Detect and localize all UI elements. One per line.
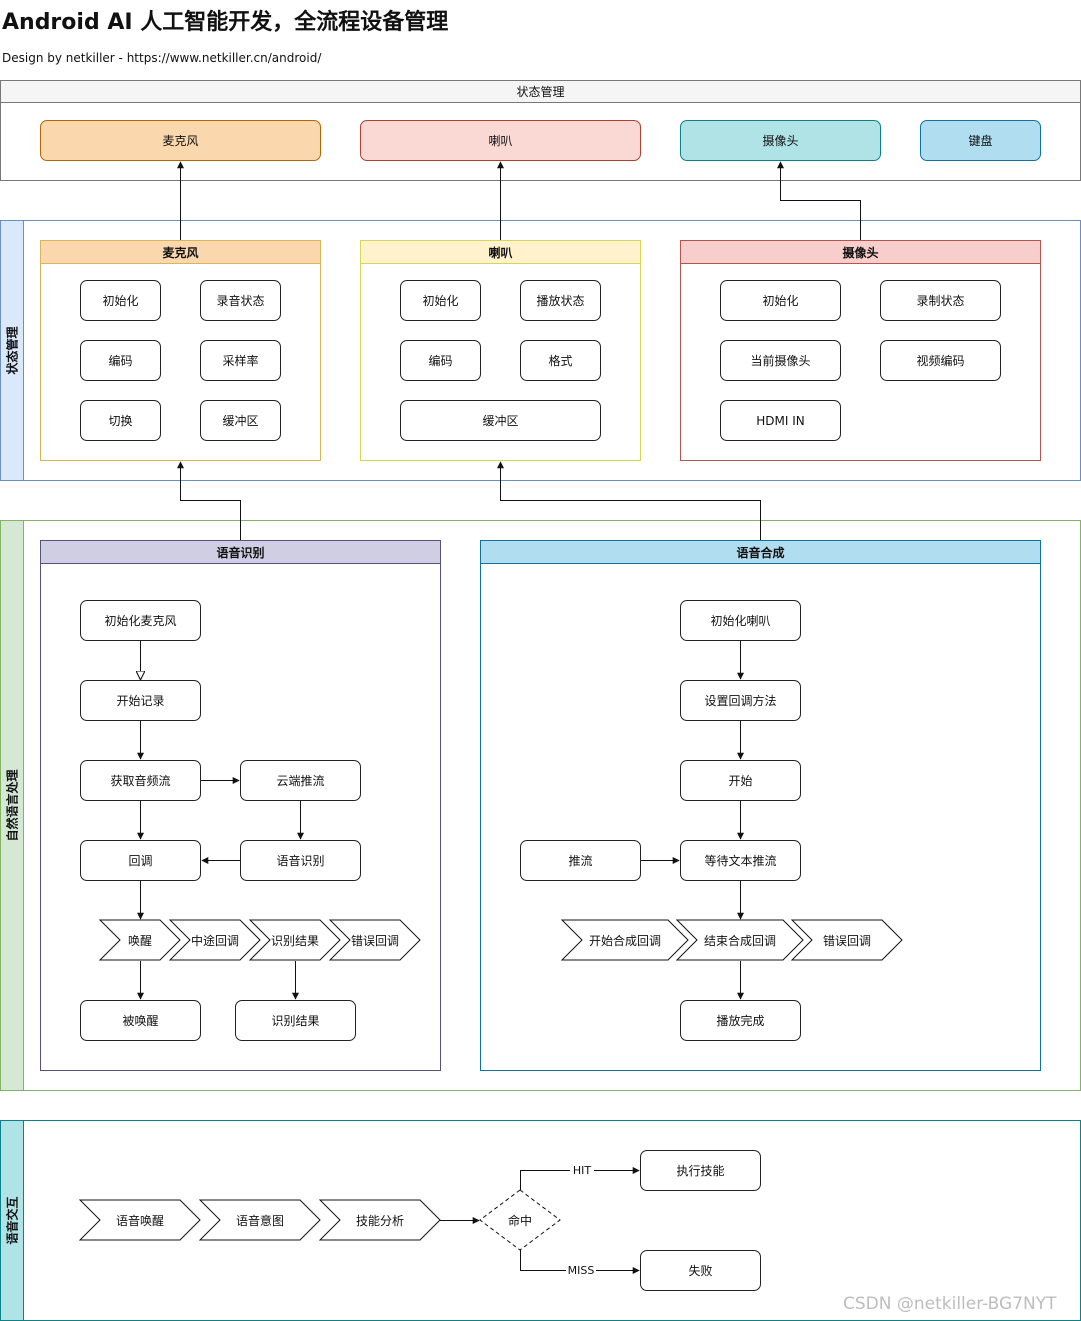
speaker-play-state[interactable]: 播放状态 <box>520 280 601 321</box>
chevron-voice-intent <box>198 1199 321 1241</box>
chevron-asr-midway-label[interactable]: 中途回调 <box>190 933 239 948</box>
camera-init[interactable]: 初始化 <box>720 280 841 321</box>
chevron-voice-skill-label[interactable]: 技能分析 <box>355 1213 404 1228</box>
speaker-encoding[interactable]: 编码 <box>400 340 481 381</box>
chevron-asr-wake <box>98 919 181 961</box>
tts-start[interactable]: 开始 <box>680 760 801 801</box>
camera-hdmi-in[interactable]: HDMI IN <box>720 400 841 441</box>
chevron-asr-error <box>328 919 421 961</box>
state-device-microphone[interactable]: 麦克风 <box>40 120 321 161</box>
speaker-format[interactable]: 格式 <box>520 340 601 381</box>
asr-init-mic[interactable]: 初始化麦克风 <box>80 600 201 641</box>
mic-buffer[interactable]: 缓冲区 <box>200 400 281 441</box>
tts-init-speaker[interactable]: 初始化喇叭 <box>680 600 801 641</box>
chevron-asr-midway <box>168 919 261 961</box>
tts-group: 语音合成 <box>480 540 1041 1071</box>
chevron-asr-wake-label[interactable]: 唤醒 <box>127 933 152 948</box>
chevron-voice-skill <box>318 1199 441 1241</box>
nlp-lane-label: 自然语言处理 <box>0 520 24 1091</box>
chevron-tts-end-label[interactable]: 结束合成回调 <box>703 933 776 948</box>
state-device-speaker[interactable]: 喇叭 <box>360 120 641 161</box>
page-subtitle: Design by netkiller - https://www.netkil… <box>2 51 322 65</box>
tts-group-title: 语音合成 <box>481 541 1040 564</box>
asr-recognition[interactable]: 语音识别 <box>240 840 361 881</box>
chevron-tts-start-label[interactable]: 开始合成回调 <box>588 933 661 948</box>
tts-push-stream[interactable]: 推流 <box>520 840 641 881</box>
state-device-keyboard[interactable]: 键盘 <box>920 120 1041 161</box>
decision-label[interactable]: 命中 <box>507 1213 532 1228</box>
watermark: CSDN @netkiller-BG7NYT <box>843 1294 1057 1314</box>
state-device-camera[interactable]: 摄像头 <box>680 120 881 161</box>
arrow-voice-hit <box>520 1167 640 1190</box>
chevron-asr-error-label[interactable]: 错误回调 <box>350 933 399 948</box>
mic-sample-rate[interactable]: 采样率 <box>200 340 281 381</box>
camera-video-encoding[interactable]: 视频编码 <box>880 340 1001 381</box>
edge-label-hit: HIT <box>570 1162 594 1178</box>
asr-cloud-push[interactable]: 云端推流 <box>240 760 361 801</box>
mic-switch[interactable]: 切换 <box>80 400 161 441</box>
camera-group: 摄像头 <box>680 240 1041 461</box>
chevron-tts-error <box>790 919 903 961</box>
mic-group-title: 麦克风 <box>41 241 320 264</box>
mic-group: 麦克风 <box>40 240 321 461</box>
decision-diamond <box>479 1189 561 1251</box>
edge-label-miss: MISS <box>566 1262 596 1278</box>
arrow-voice-miss <box>520 1250 640 1274</box>
arrow-asr-to-mic <box>177 461 241 540</box>
state-lane-header: 状态管理 <box>1 81 1080 103</box>
speaker-buffer[interactable]: 缓冲区 <box>400 400 601 441</box>
tts-play-complete[interactable]: 播放完成 <box>680 1000 801 1041</box>
chevron-asr-result <box>248 919 341 961</box>
asr-group: 语音识别 <box>40 540 441 1071</box>
asr-start-record[interactable]: 开始记录 <box>80 680 201 721</box>
chevron-voice-wake-label[interactable]: 语音唤醒 <box>115 1213 164 1228</box>
speaker-group-title: 喇叭 <box>361 241 640 264</box>
voice-fail[interactable]: 失败 <box>640 1250 761 1291</box>
chevron-asr-result-label[interactable]: 识别结果 <box>270 933 319 948</box>
asr-woken[interactable]: 被唤醒 <box>80 1000 201 1041</box>
chevron-tts-end <box>675 919 804 961</box>
voice-execute-skill[interactable]: 执行技能 <box>640 1150 761 1191</box>
speaker-init[interactable]: 初始化 <box>400 280 481 321</box>
arrow-camera-to-state <box>777 161 861 240</box>
camera-record-state[interactable]: 录制状态 <box>880 280 1001 321</box>
mic-record-state[interactable]: 录音状态 <box>200 280 281 321</box>
asr-result[interactable]: 识别结果 <box>235 1000 356 1041</box>
chevron-tts-start <box>560 919 689 961</box>
camera-group-title: 摄像头 <box>681 241 1040 264</box>
arrow-tts-to-speaker <box>497 461 761 540</box>
asr-callback[interactable]: 回调 <box>80 840 201 881</box>
mic-init[interactable]: 初始化 <box>80 280 161 321</box>
speaker-group: 喇叭 <box>360 240 641 461</box>
chevron-tts-error-label[interactable]: 错误回调 <box>822 933 871 948</box>
tts-set-callback[interactable]: 设置回调方法 <box>680 680 801 721</box>
page-title: Android AI 人工智能开发，全流程设备管理 <box>2 10 449 35</box>
tts-wait-text-push[interactable]: 等待文本推流 <box>680 840 801 881</box>
camera-current[interactable]: 当前摄像头 <box>720 340 841 381</box>
chevron-voice-wake <box>78 1199 201 1241</box>
asr-get-audio-stream[interactable]: 获取音频流 <box>80 760 201 801</box>
mic-encoding[interactable]: 编码 <box>80 340 161 381</box>
asr-group-title: 语音识别 <box>41 541 440 564</box>
chevron-voice-intent-label[interactable]: 语音意图 <box>235 1213 284 1228</box>
